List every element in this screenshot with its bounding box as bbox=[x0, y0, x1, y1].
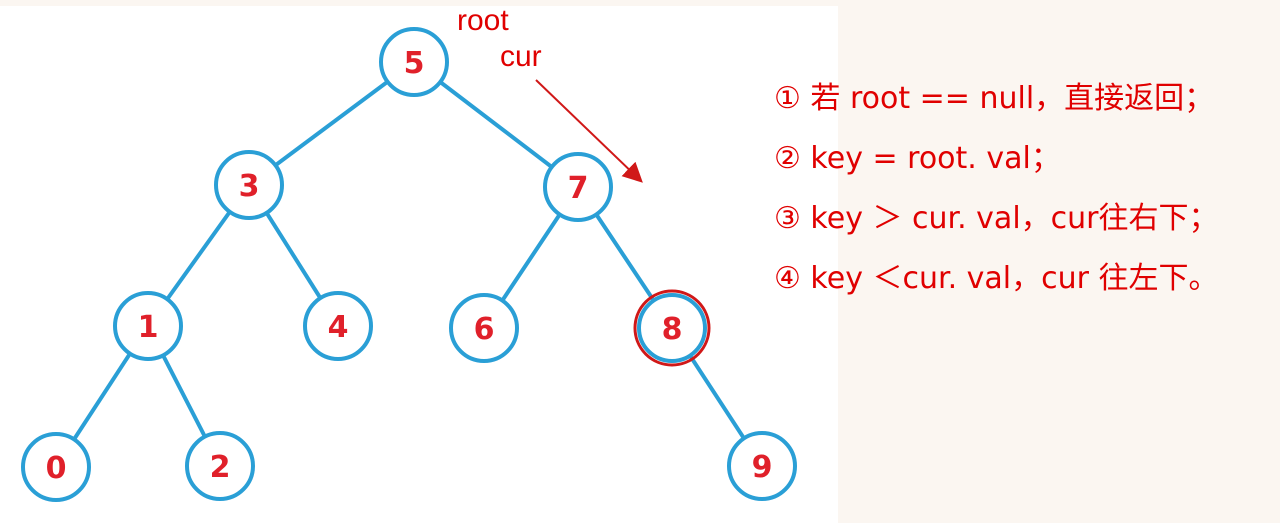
step-4: ④ key ＜cur. val，cur 往左下。 bbox=[774, 261, 1219, 296]
root-label: root bbox=[457, 4, 509, 37]
tree-node-4: 4 bbox=[303, 291, 373, 361]
node-circle bbox=[303, 291, 373, 361]
node-value: 0 bbox=[46, 451, 67, 486]
node-value: 4 bbox=[328, 310, 349, 345]
node-circle bbox=[379, 27, 449, 97]
node-circle bbox=[727, 431, 797, 501]
node-circle bbox=[637, 293, 707, 363]
node-circle bbox=[543, 152, 613, 222]
tree-node-9: 9 bbox=[727, 431, 797, 501]
node-value: 3 bbox=[239, 169, 260, 204]
steps-list: ① 若 root == null，直接返回； ② key = root. val… bbox=[774, 84, 1274, 324]
cur-label: cur bbox=[500, 40, 542, 73]
step-2: ② key = root. val； bbox=[774, 141, 1061, 176]
highlight-ring bbox=[633, 289, 711, 367]
node-value: 9 bbox=[752, 450, 773, 485]
cur-pointer-arrow bbox=[535, 79, 643, 183]
node-circle bbox=[21, 432, 91, 502]
node-circle bbox=[449, 293, 519, 363]
tree-node-5: 5 bbox=[379, 27, 449, 97]
tree-node-0: 0 bbox=[21, 432, 91, 502]
tree-nodes: 5 3 7 1 4 6 8 0 2 9 bbox=[21, 27, 797, 502]
node-circle bbox=[113, 291, 183, 361]
tree-node-6: 6 bbox=[449, 293, 519, 363]
node-value: 1 bbox=[138, 310, 159, 345]
node-value: 8 bbox=[662, 312, 683, 347]
tree-node-3: 3 bbox=[214, 150, 284, 220]
node-circle bbox=[185, 431, 255, 501]
tree-node-2: 2 bbox=[185, 431, 255, 501]
node-value: 5 bbox=[404, 46, 425, 81]
node-circle bbox=[214, 150, 284, 220]
tree-node-7: 7 bbox=[543, 152, 613, 222]
node-value: 7 bbox=[568, 171, 589, 206]
node-value: 6 bbox=[474, 312, 495, 347]
step-1: ① 若 root == null，直接返回； bbox=[774, 81, 1215, 116]
node-value: 2 bbox=[210, 450, 231, 485]
tree-node-1: 1 bbox=[113, 291, 183, 361]
step-3: ③ key ＞ cur. val，cur往右下； bbox=[774, 201, 1219, 236]
tree-node-8: 8 bbox=[633, 289, 711, 367]
tree-edges bbox=[54, 60, 764, 469]
